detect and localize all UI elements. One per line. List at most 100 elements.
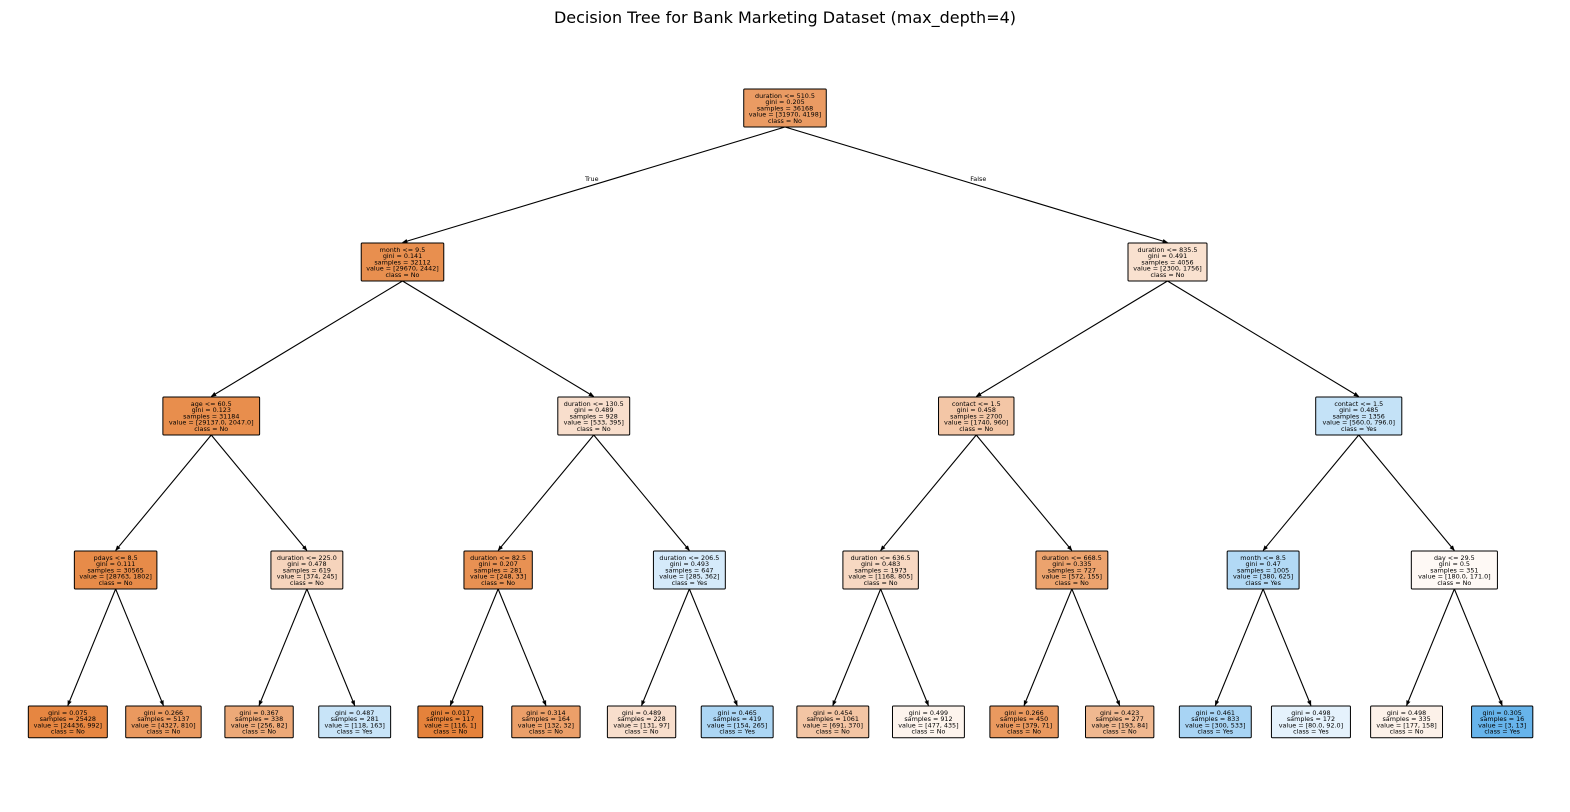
node-text-line: gini = 0.5 — [1439, 560, 1470, 568]
tree-edge — [402, 280, 595, 397]
node-box — [73, 550, 158, 590]
node-text-line: value = [177, 158] — [1376, 721, 1436, 729]
tree-edge — [975, 434, 1073, 551]
tree-edge — [1071, 588, 1121, 707]
node-text-line: samples = 833 — [1191, 715, 1239, 723]
node-text-line: class = No — [816, 728, 850, 736]
node-text-line: value = [29137.0, 2047.0] — [169, 419, 254, 427]
node-text-line: class = Yes — [1245, 579, 1281, 587]
node-text-line: gini = 0.266 — [1004, 709, 1043, 717]
node-text-line: samples = 450 — [1000, 715, 1048, 723]
node-text-line: samples = 1973 — [855, 566, 907, 574]
tree-edge — [401, 126, 786, 244]
node-text-line: gini = 0.111 — [96, 560, 135, 568]
tree-edge — [497, 588, 547, 707]
node-text-line: class = Yes — [719, 728, 755, 736]
tree-edge — [258, 588, 308, 707]
node-text-line: gini = 0.499 — [909, 709, 948, 717]
node-text-line: samples = 1061 — [807, 715, 859, 723]
node-text-line: duration <= 636.5 — [851, 554, 911, 562]
node-text-line: class = No — [864, 579, 898, 587]
node-text-line: duration <= 206.5 — [659, 554, 719, 562]
node-text-line: value = [1168, 805] — [848, 573, 912, 581]
node-text-line: duration <= 82.5 — [470, 554, 526, 562]
node-box — [360, 242, 445, 282]
node-text-line: value = [380, 625] — [1233, 573, 1293, 581]
node-text-line: class = No — [1151, 271, 1185, 279]
node-text-line: gini = 0.123 — [192, 406, 231, 414]
node-text-line: value = [560.0, 796.0] — [1322, 419, 1395, 427]
node-text-line: class = No — [959, 425, 993, 433]
node-text-line: samples = 1356 — [1333, 412, 1385, 420]
node-text-line: samples = 2700 — [950, 412, 1002, 420]
node-text-line: gini = 0.367 — [239, 709, 278, 717]
node-text-line: samples = 647 — [665, 566, 713, 574]
node-text-line: class = No — [529, 728, 563, 736]
node-text-line: value = [285, 362] — [659, 573, 719, 581]
node-box — [1035, 550, 1109, 590]
tree-edge — [975, 280, 1168, 397]
node-text-line: gini = 0.47 — [1245, 560, 1280, 568]
node-text-line: value = [691, 370] — [803, 721, 863, 729]
node-box — [270, 550, 344, 590]
node-text-line: class = Yes — [672, 579, 708, 587]
tree-edge — [784, 126, 1169, 244]
node-box — [1085, 705, 1155, 739]
tree-edge — [115, 588, 164, 707]
node-text-line: samples = 335 — [1382, 715, 1430, 723]
node-text-line: class = No — [146, 728, 180, 736]
tree-edge — [1358, 434, 1455, 551]
node-text-line: gini = 0.487 — [335, 709, 374, 717]
node-text-line: class = No — [386, 271, 420, 279]
node-text-line: samples = 338 — [235, 715, 283, 723]
node-text-line: value = [180.0, 171.0] — [1418, 573, 1491, 581]
node-text-line: samples = 32112 — [374, 258, 430, 266]
node-text-line: class = No — [242, 728, 276, 736]
node-box — [224, 705, 294, 739]
node-text-line: value = [3, 13] — [1478, 721, 1526, 729]
node-box — [1370, 705, 1444, 739]
tree-edge — [641, 588, 690, 707]
node-box — [842, 550, 919, 590]
node-text-line: samples = 1005 — [1237, 566, 1289, 574]
node-text-line: value = [24436, 992] — [34, 721, 102, 729]
node-text-line: month <= 8.5 — [1240, 554, 1286, 562]
node-box — [463, 550, 533, 590]
node-text-line: class = No — [1055, 579, 1089, 587]
node-text-line: samples = 419 — [713, 715, 761, 723]
node-box — [989, 705, 1059, 739]
node-text-line: class = No — [481, 579, 515, 587]
node-text-line: samples = 928 — [570, 412, 618, 420]
node-text-line: samples = 228 — [617, 715, 665, 723]
node-text-line: contact <= 1.5 — [952, 400, 1001, 408]
node-text-line: gini = 0.207 — [478, 560, 517, 568]
node-text-line: gini = 0.491 — [1148, 252, 1187, 260]
node-text-line: class = Yes — [1341, 425, 1377, 433]
tree-edge — [1406, 588, 1455, 707]
node-text-line: class = No — [768, 117, 802, 125]
node-box — [1127, 242, 1208, 282]
node-box — [1178, 705, 1252, 739]
node-box — [1226, 550, 1300, 590]
node-text-line: gini = 0.461 — [1196, 709, 1235, 717]
node-text-line: class = No — [99, 579, 133, 587]
node-text-line: gini = 0.485 — [1339, 406, 1378, 414]
node-text-line: class = No — [51, 728, 85, 736]
node-text-line: value = [116, 1] — [424, 721, 476, 729]
node-text-line: gini = 0.465 — [718, 709, 757, 717]
node-box — [700, 705, 774, 739]
node-text-line: month <= 9.5 — [380, 246, 426, 254]
